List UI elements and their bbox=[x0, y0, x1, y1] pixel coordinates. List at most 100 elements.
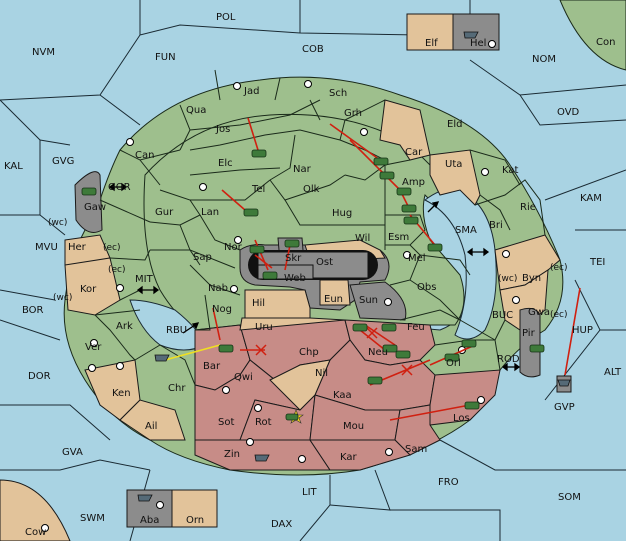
label-sma: SMA bbox=[455, 225, 477, 236]
region-uta[interactable] bbox=[429, 149, 481, 206]
green-armies bbox=[81, 149, 545, 410]
army-icon bbox=[262, 271, 278, 280]
supply-center-icon bbox=[230, 285, 238, 293]
army-icon bbox=[381, 323, 397, 332]
land-labels: Jad Sch Qua Jos Grh Can Elc Nar Car Eld … bbox=[68, 38, 550, 526]
region-orn[interactable] bbox=[171, 489, 218, 528]
svg-text:Olk: Olk bbox=[303, 184, 320, 195]
supply-centers bbox=[41, 40, 520, 532]
svg-text:Kor: Kor bbox=[80, 284, 97, 295]
svg-text:(ec): (ec) bbox=[108, 265, 126, 275]
army-icon bbox=[81, 187, 97, 196]
fleet-icon bbox=[137, 494, 153, 502]
svg-text:(ec): (ec) bbox=[103, 243, 121, 253]
region-ail[interactable] bbox=[119, 399, 186, 441]
svg-text:Bar: Bar bbox=[203, 361, 221, 372]
army-icon bbox=[352, 323, 368, 332]
region-gaw[interactable] bbox=[74, 171, 103, 233]
supply-center-icon bbox=[88, 364, 96, 372]
region-uru-strip bbox=[239, 317, 346, 331]
fleet-icon bbox=[463, 31, 479, 39]
label-ovd: OVD bbox=[557, 107, 580, 118]
army-icon bbox=[373, 157, 389, 166]
region-sun[interactable] bbox=[349, 281, 407, 321]
label-kal: KAL bbox=[4, 161, 23, 172]
svg-text:Gur: Gur bbox=[155, 207, 174, 218]
svg-text:Jos: Jos bbox=[215, 124, 230, 135]
region-kar[interactable] bbox=[309, 439, 411, 471]
supply-center-icon bbox=[512, 296, 520, 304]
svg-text:Jad: Jad bbox=[243, 86, 259, 97]
svg-text:Qua: Qua bbox=[186, 105, 206, 116]
label-rod: ROD bbox=[497, 354, 520, 365]
region-kor[interactable] bbox=[64, 257, 121, 316]
svg-text:Gwa: Gwa bbox=[528, 307, 550, 318]
label-gva: GVA bbox=[62, 447, 83, 458]
region-hil[interactable] bbox=[244, 289, 311, 321]
svg-text:Car: Car bbox=[405, 147, 423, 158]
supply-center-icon bbox=[126, 138, 134, 146]
army-icon bbox=[464, 401, 480, 410]
svg-text:Hug: Hug bbox=[332, 208, 352, 219]
svg-text:Mou: Mou bbox=[343, 421, 364, 432]
label-tei: TEI bbox=[589, 257, 605, 268]
svg-text:Ost: Ost bbox=[316, 257, 333, 268]
gray-fleets bbox=[137, 31, 571, 502]
army-icon bbox=[249, 245, 265, 254]
army-icon bbox=[285, 413, 299, 421]
region-con[interactable] bbox=[559, 0, 626, 71]
label-dor: DOR bbox=[28, 371, 51, 382]
label-fun: FUN bbox=[155, 52, 176, 63]
svg-text:Hel: Hel bbox=[470, 38, 486, 49]
label-pol: POL bbox=[216, 12, 236, 23]
land-borders bbox=[94, 69, 546, 386]
svg-text:Nar: Nar bbox=[293, 164, 312, 175]
supply-center-icon bbox=[41, 524, 49, 532]
label-fro: FRO bbox=[438, 477, 459, 488]
svg-text:Wil: Wil bbox=[355, 233, 370, 244]
army-icon bbox=[382, 344, 398, 353]
supply-center-icon bbox=[234, 236, 242, 244]
label-nom: NOM bbox=[532, 54, 556, 65]
svg-text:Nab: Nab bbox=[208, 283, 228, 294]
fleet-icon bbox=[557, 379, 571, 387]
svg-text:Chp: Chp bbox=[299, 347, 319, 358]
svg-text:Ark: Ark bbox=[116, 321, 133, 332]
supply-center-icon bbox=[116, 362, 124, 370]
svg-text:Can: Can bbox=[135, 150, 154, 161]
supply-center-icon bbox=[403, 251, 411, 259]
supply-center-icon bbox=[304, 80, 312, 88]
region-pir[interactable] bbox=[519, 307, 541, 378]
svg-text:Zin: Zin bbox=[224, 449, 240, 460]
svg-text:Eun: Eun bbox=[324, 294, 343, 305]
svg-text:Bri: Bri bbox=[489, 220, 503, 231]
svg-text:Kaa: Kaa bbox=[333, 390, 352, 401]
army-icon bbox=[427, 243, 443, 252]
svg-text:Elc: Elc bbox=[218, 158, 233, 169]
svg-text:Esm: Esm bbox=[388, 232, 409, 243]
svg-text:Ail: Ail bbox=[145, 421, 157, 432]
supply-center-icon bbox=[116, 284, 124, 292]
svg-text:Nor: Nor bbox=[224, 242, 243, 253]
svg-text:Grh: Grh bbox=[344, 108, 362, 119]
svg-text:Pir: Pir bbox=[522, 328, 536, 339]
svg-text:Eld: Eld bbox=[447, 119, 462, 130]
svg-text:Ver: Ver bbox=[85, 342, 102, 353]
region-elf[interactable] bbox=[406, 13, 454, 51]
sea-labels: POL COB FUN NVM NOM OVD KAL GVG MVU BOR … bbox=[4, 12, 622, 538]
supply-center-icon bbox=[481, 168, 489, 176]
svg-text:Orl: Orl bbox=[446, 358, 461, 369]
army-icon bbox=[218, 344, 234, 353]
supply-center-icon bbox=[477, 396, 485, 404]
label-cow: Cow bbox=[25, 527, 46, 538]
svg-text:Kar: Kar bbox=[340, 452, 358, 463]
supply-center-icon bbox=[233, 82, 241, 90]
region-nil[interactable] bbox=[269, 359, 331, 411]
svg-text:Hil: Hil bbox=[252, 298, 265, 309]
army-icon bbox=[284, 239, 300, 248]
svg-text:Rot: Rot bbox=[255, 417, 272, 428]
supply-center-icon bbox=[502, 250, 510, 258]
army-icon bbox=[367, 376, 383, 385]
fleet-icon bbox=[254, 454, 270, 462]
